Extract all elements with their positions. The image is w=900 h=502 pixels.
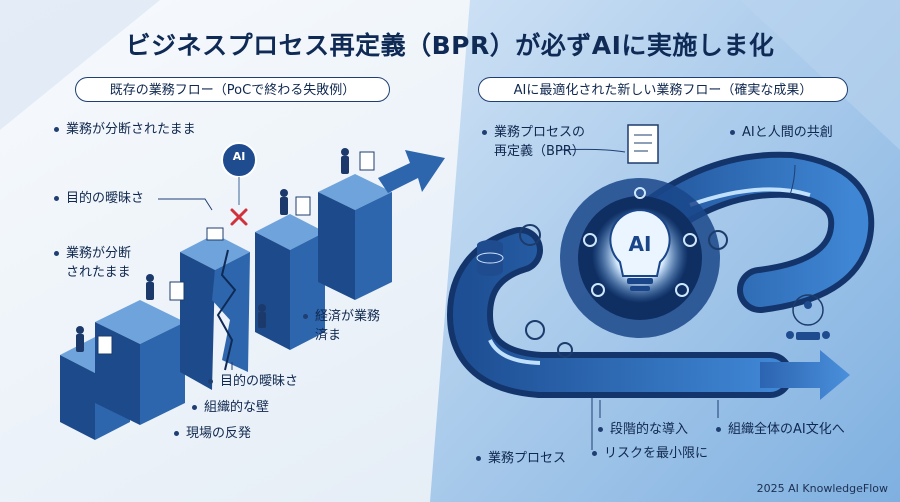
left-label-6: 組織的な壁 — [191, 400, 270, 415]
right-label-1: 業務プロセスの 再定義（BPR） — [481, 125, 586, 159]
gear-icons — [519, 187, 728, 358]
bulb-label: AI — [628, 232, 652, 256]
right-label-6: リスクを最小限に — [591, 446, 709, 461]
stair-blocks — [60, 174, 392, 440]
left-label-4: 経済が業務 済ま — [302, 309, 381, 343]
failure-x-icon — [230, 208, 248, 226]
right-label-3: 段階的な導入 — [597, 422, 689, 437]
growth-arrow — [378, 150, 445, 193]
ai-badge-label: AI — [232, 150, 246, 163]
page-title: ビジネスプロセス再定義（BPR）が必ずAIに実施しま化 — [125, 31, 775, 60]
lightbulb-icon — [609, 208, 671, 277]
right-label-2: AIと人間の共創 — [730, 125, 833, 140]
left-label-7: 現場の反発 — [173, 426, 252, 441]
footer-credit: 2025 AI KnowledgeFlow — [756, 482, 888, 495]
team-icon — [786, 294, 830, 340]
database-icon — [476, 240, 504, 276]
left-label-2: 目的の曖昧さ — [53, 191, 145, 206]
leader-lines-right — [559, 148, 796, 450]
right-heading: AIに最適化された新しい業務フロー（確実な成果） — [478, 77, 848, 102]
people-left — [76, 148, 349, 352]
right-label-5: 業務プロセス — [475, 451, 567, 466]
document-icons — [97, 151, 375, 355]
output-arrow — [760, 350, 850, 400]
left-label-5: 目的の曖昧さ — [207, 374, 299, 389]
left-label-3: 業務が分断 されたまま — [53, 246, 132, 280]
left-label-1: 業務が分断されたまま — [54, 122, 196, 137]
leader-lines-left — [158, 198, 233, 370]
left-heading: 既存の業務フロー（PoCで終わる失敗例） — [75, 77, 390, 102]
right-label-4: 組織全体のAI文化へ — [716, 422, 845, 437]
document-icon — [627, 124, 659, 164]
